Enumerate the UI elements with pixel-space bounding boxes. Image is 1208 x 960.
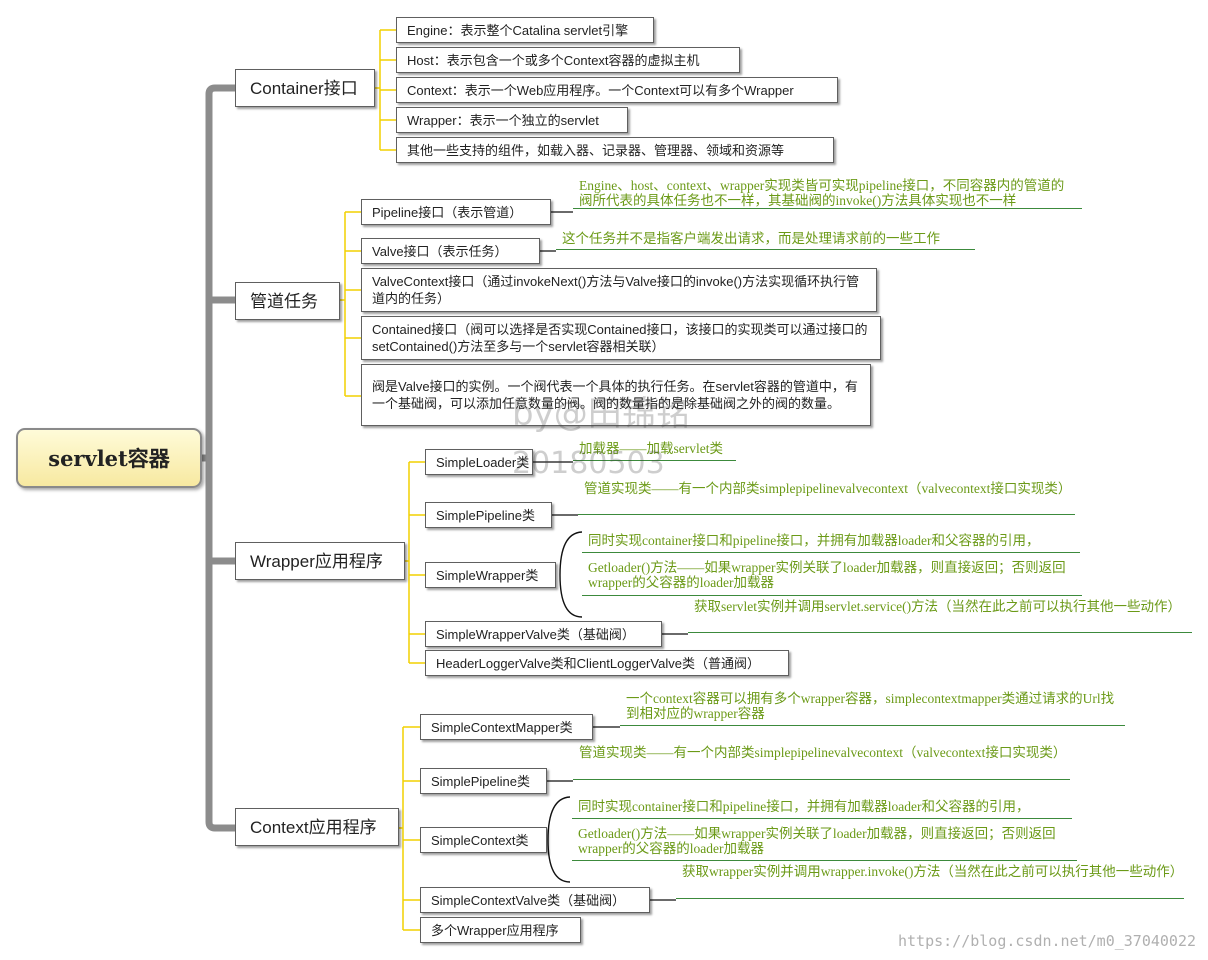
simplecontext-note-1: 同时实现container接口和pipeline接口，并拥有加载器loader和… (572, 799, 1072, 819)
simplepipeline-note: 管道实现类——有一个内部类simplepipelinevalvecontext（… (578, 481, 1075, 515)
simplewrapper-note-2: Getloader()方法——如果wrapper实例关联了loader加载器，则… (582, 558, 1082, 596)
valve-note: 这个任务并不是指客户端发出请求，而是处理请求前的一些工作 (556, 231, 975, 250)
watermark-date: 20180503 (512, 446, 665, 481)
simplecontext-note-2: Getloader()方法——如果wrapper实例关联了loader加载器，则… (572, 824, 1077, 861)
context-note-bracket (547, 796, 571, 883)
context-simplepipeline-node[interactable]: SimplePipeline类 (420, 768, 547, 794)
simplecontextvalve-note: 获取wrapper实例并调用wrapper.invoke()方法（当然在此之前可… (676, 864, 1184, 899)
wrapper-app-node[interactable]: Wrapper应用程序 (235, 542, 405, 580)
valvecontext-interface-node[interactable]: ValveContext接口（通过invokeNext()方法与Valve接口的… (361, 268, 877, 312)
simpleloader-node[interactable]: SimpleLoader类 (425, 449, 533, 475)
pipeline-connector (340, 211, 361, 397)
context-connector (399, 726, 420, 931)
root-node[interactable]: servlet容器 (16, 428, 202, 488)
watermark-author: by@田锦铭 (512, 394, 690, 434)
loggervalve-node[interactable]: HeaderLoggerValve类和ClientLoggerValve类（普通… (425, 650, 789, 676)
container-child-others[interactable]: 其他一些支持的组件，如载入器、记录器、管理器、领域和资源等 (396, 137, 834, 163)
source-url: https://blog.csdn.net/m0_37040022 (897, 932, 1196, 950)
wrapper-note-bracket (559, 531, 583, 618)
simplecontext-node[interactable]: SimpleContext类 (420, 827, 547, 853)
pipeline-interface-node[interactable]: Pipeline接口（表示管道） (361, 199, 551, 225)
container-child-engine[interactable]: Engine：表示整个Catalina servlet引擎 (396, 17, 654, 43)
pipeline-note: Engine、host、context、wrapper实现类皆可实现pipeli… (573, 178, 1082, 209)
simplepipeline-node[interactable]: SimplePipeline类 (425, 502, 552, 528)
container-child-wrapper[interactable]: Wrapper：表示一个独立的servlet (396, 107, 628, 133)
valve-description-node[interactable]: 阀是Valve接口的实例。一个阀代表一个具体的执行任务。在servlet容器的管… (361, 364, 871, 426)
simpleloader-note: 加载器——加载servlet类 (573, 441, 736, 461)
valve-interface-node[interactable]: Valve接口（表示任务） (361, 238, 540, 264)
container-interface-node[interactable]: Container接口 (235, 69, 375, 107)
simplecontextmapper-node[interactable]: SimpleContextMapper类 (420, 714, 593, 740)
simplewrapper-note-1: 同时实现container接口和pipeline接口，并拥有加载器loader和… (582, 533, 1080, 553)
simplecontextvalve-node[interactable]: SimpleContextValve类（基础阀） (420, 887, 650, 913)
multiple-wrapper-node[interactable]: 多个Wrapper应用程序 (420, 917, 581, 943)
wrapper-connector (405, 461, 425, 664)
trunk-connector (198, 84, 239, 832)
context-app-node[interactable]: Context应用程序 (235, 808, 399, 846)
contained-interface-node[interactable]: Contained接口（阀可以选择是否实现Contained接口，该接口的实现类… (361, 316, 881, 360)
container-child-host[interactable]: Host：表示包含一个或多个Context容器的虚拟主机 (396, 47, 740, 73)
container-connector (375, 29, 396, 151)
simplewrappervalve-node[interactable]: SimpleWrapperValve类（基础阀） (425, 621, 662, 647)
simplecontextmapper-note: 一个context容器可以拥有多个wrapper容器，simplecontext… (620, 691, 1125, 726)
context-simplepipeline-note: 管道实现类——有一个内部类simplepipelinevalvecontext（… (573, 745, 1070, 780)
simplewrapper-node[interactable]: SimpleWrapper类 (425, 562, 556, 588)
pipeline-task-node[interactable]: 管道任务 (235, 282, 340, 320)
container-child-context[interactable]: Context：表示一个Web应用程序。一个Context可以有多个Wrappe… (396, 77, 838, 103)
simplewrappervalve-note: 获取servlet实例并调用servlet.service()方法（当然在此之前… (688, 599, 1192, 633)
